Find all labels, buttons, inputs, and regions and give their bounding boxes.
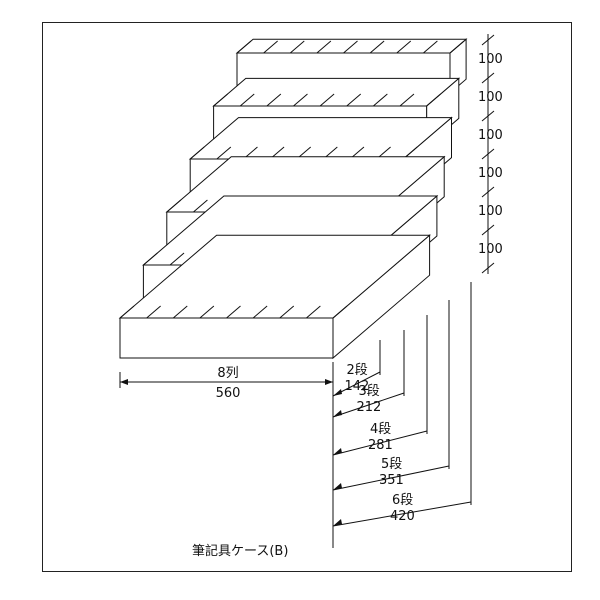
column-divider <box>279 305 295 319</box>
column-divider <box>146 305 161 319</box>
tier-height-label: 100 <box>478 90 503 105</box>
column-divider <box>319 93 335 107</box>
height-tick <box>481 34 495 46</box>
depth-value-label: 420 <box>390 509 415 524</box>
tiers-group <box>118 38 468 360</box>
column-divider <box>169 252 185 266</box>
column-divider <box>193 199 208 213</box>
column-divider <box>119 305 135 319</box>
column-divider <box>236 40 252 54</box>
tier-front-face <box>119 317 334 359</box>
column-divider <box>369 40 385 54</box>
column-divider <box>373 93 388 107</box>
width-label: 560 <box>216 386 241 401</box>
column-divider <box>449 40 465 54</box>
column-divider <box>266 93 282 107</box>
column-divider <box>396 40 412 54</box>
column-divider <box>239 93 255 107</box>
column-divider <box>213 93 228 107</box>
column-divider <box>399 93 415 107</box>
depth-arrow <box>333 483 342 490</box>
depth-tier-label: 3段 <box>359 384 380 399</box>
depth-dim-line <box>332 430 428 456</box>
height-tick <box>481 72 495 84</box>
depth-dim-line <box>332 501 472 527</box>
column-divider <box>316 40 332 54</box>
tier-top-face <box>212 77 461 107</box>
depth-arrow <box>333 519 342 526</box>
caption: 筆記具ケース(B) <box>192 543 288 559</box>
column-divider <box>263 40 278 54</box>
column-divider <box>252 305 268 319</box>
depth-tier-label: 5段 <box>381 457 402 472</box>
column-divider <box>426 93 441 107</box>
column-divider <box>306 305 321 319</box>
depth-tier-label: 4段 <box>370 422 391 437</box>
column-divider <box>143 252 158 266</box>
column-divider <box>293 93 308 107</box>
depth-value-label: 212 <box>357 400 382 415</box>
depth-arrow <box>333 389 342 396</box>
column-divider <box>346 93 362 107</box>
column-divider <box>332 305 348 319</box>
depth-arrow <box>333 448 342 455</box>
column-divider <box>226 305 241 319</box>
tier-height-label: 100 <box>478 52 503 67</box>
column-divider <box>423 40 438 54</box>
width-dimension: 8列 560 <box>119 366 333 401</box>
column-divider <box>189 146 205 160</box>
height-dimensions: 100 100 100 100 100 100 <box>478 34 503 274</box>
height-tick <box>481 262 495 274</box>
columns-label: 8列 <box>217 366 238 381</box>
column-divider <box>166 199 182 213</box>
depth-value-label: 281 <box>368 438 393 453</box>
height-tick <box>481 148 495 160</box>
height-tick <box>481 186 495 198</box>
column-divider <box>172 305 188 319</box>
tier-height-label: 100 <box>478 128 503 143</box>
tier-1 <box>118 234 431 360</box>
depth-tier-label: 6段 <box>392 493 413 508</box>
column-divider <box>216 146 232 160</box>
depth-dim-line <box>332 392 405 418</box>
depth-value-label: 351 <box>379 473 404 488</box>
height-tick <box>481 110 495 122</box>
tier-height-label: 100 <box>478 242 503 257</box>
column-divider <box>343 40 358 54</box>
depth-tier-label: 2段 <box>347 363 368 378</box>
column-divider <box>199 305 215 319</box>
depth-value-label: 142 <box>345 379 370 394</box>
depth-dim-line <box>332 465 450 491</box>
column-divider <box>289 40 305 54</box>
tier-height-label: 100 <box>478 166 503 181</box>
tier-height-label: 100 <box>478 204 503 219</box>
height-tick <box>481 224 495 236</box>
depth-arrow <box>333 410 342 417</box>
